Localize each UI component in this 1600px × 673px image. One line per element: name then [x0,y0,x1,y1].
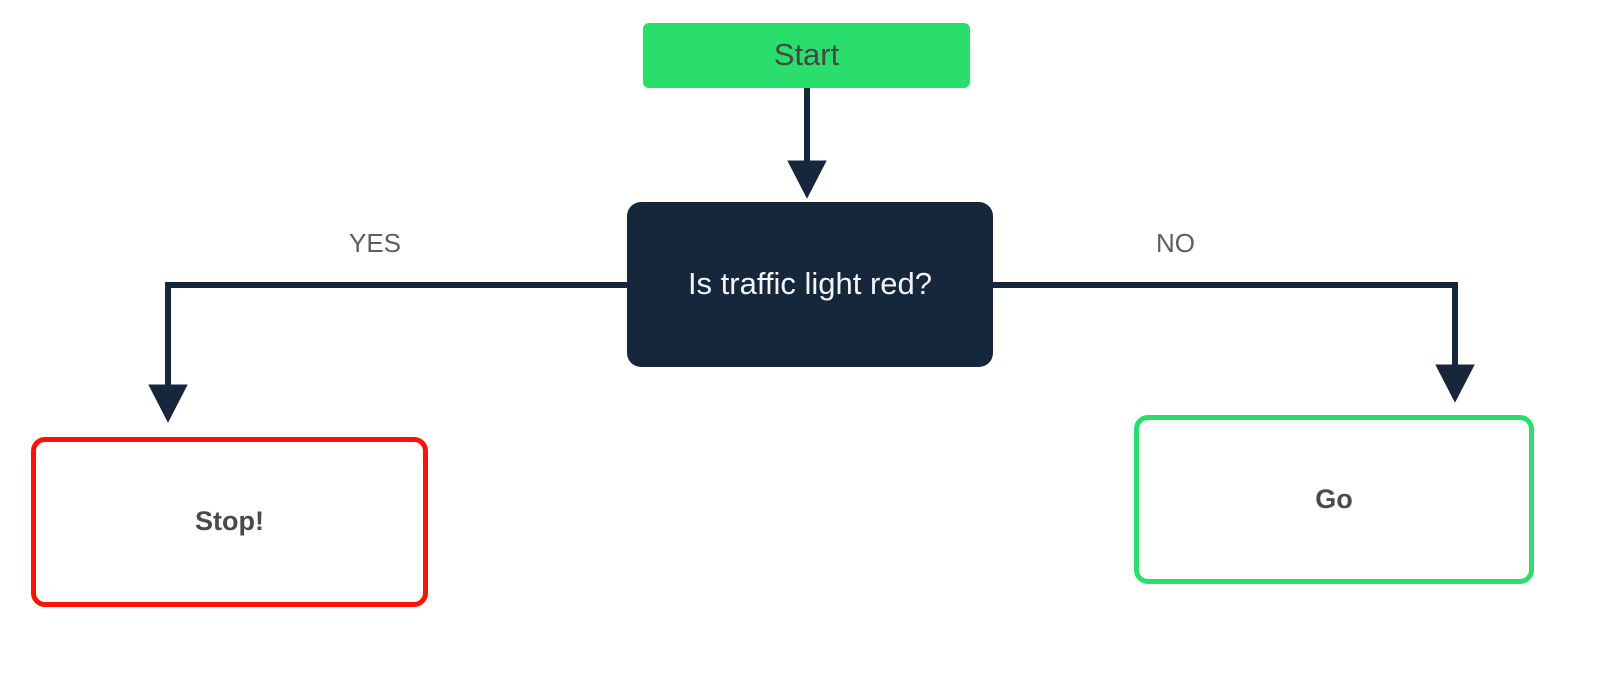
node-stop-label: Stop! [195,506,264,537]
edge-decision-to-go [993,282,1475,403]
node-decision-label: Is traffic light red? [687,266,933,302]
edge-label-no: NO [1156,228,1195,258]
node-decision[interactable]: Is traffic light red? [627,202,993,367]
edge-label-yes: YES [349,228,402,258]
edge-decision-to-stop [148,282,627,423]
node-go[interactable]: Go [1134,415,1534,584]
node-start[interactable]: Start [643,23,970,88]
node-go-label: Go [1315,483,1353,514]
node-stop[interactable]: Stop! [31,437,428,607]
node-start-label: Start [773,37,840,73]
